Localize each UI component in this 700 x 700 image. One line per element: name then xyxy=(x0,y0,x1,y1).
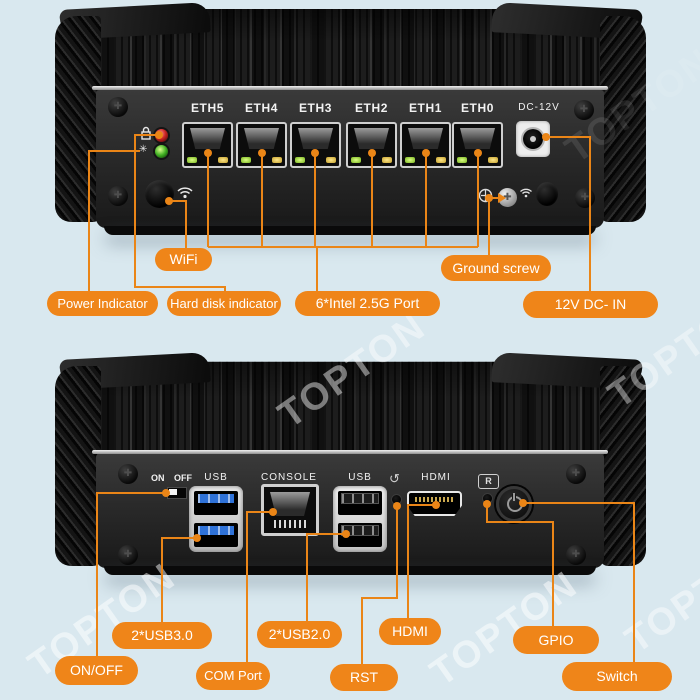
usb2-ports xyxy=(333,486,387,552)
on-label: ON xyxy=(151,473,165,483)
usb3-group-label: USB xyxy=(204,472,228,483)
screw-icon: ✚ xyxy=(566,464,586,484)
usb3-ports xyxy=(189,486,243,552)
console-label: CONSOLE xyxy=(261,472,317,483)
gpio-pinhole xyxy=(482,493,493,504)
console-port xyxy=(261,484,319,536)
wifi-icon xyxy=(177,187,193,199)
callout-gpio: GPIO xyxy=(513,626,599,654)
reset-pinhole xyxy=(391,494,402,505)
callout-on-off: ON/OFF xyxy=(55,656,138,685)
chassis-bottom-lip xyxy=(104,566,596,575)
screw-icon: ✚ xyxy=(566,545,586,565)
eth4-label: ETH4 xyxy=(244,101,279,115)
side-fins-left xyxy=(55,16,101,222)
off-label: OFF xyxy=(174,473,192,483)
wifi-icon xyxy=(520,188,532,198)
sun-icon: ✳ xyxy=(139,144,148,155)
hdd-led xyxy=(155,129,168,142)
eth1-port xyxy=(400,122,451,168)
eth2-label: ETH2 xyxy=(354,101,389,115)
ground-icon xyxy=(478,188,493,203)
side-fins-right xyxy=(600,16,646,222)
eth0-label: ETH0 xyxy=(460,101,495,115)
eth3-port xyxy=(290,122,341,168)
antenna-hole xyxy=(536,182,558,206)
callout-ground-screw: Ground screw xyxy=(441,255,551,281)
eth2-port xyxy=(346,122,397,168)
callout-intel-ports: 6*Intel 2.5G Port xyxy=(295,291,440,316)
callout-com-port: COM Port xyxy=(196,662,270,690)
side-fins-right xyxy=(600,366,646,566)
antenna-hole xyxy=(145,180,174,208)
screw-icon: ✚ xyxy=(118,545,138,565)
screw-icon: ✚ xyxy=(118,464,138,484)
usb2-group-label: USB xyxy=(348,472,372,483)
callout-usb3: 2*USB3.0 xyxy=(112,622,212,649)
eth0-port xyxy=(452,122,503,168)
padlock-icon xyxy=(141,126,151,140)
eth5-label: ETH5 xyxy=(190,101,225,115)
power-mode-switch xyxy=(167,487,187,499)
callout-rst: RST xyxy=(330,664,398,691)
eth4-port xyxy=(236,122,287,168)
callout-hdmi: HDMI xyxy=(379,618,441,645)
ground-screw: ✚ xyxy=(498,188,517,207)
eth1-label: ETH1 xyxy=(408,101,443,115)
screw-icon: ✚ xyxy=(108,97,128,117)
callout-wifi: WiFi xyxy=(155,248,212,271)
screw-icon: ✚ xyxy=(108,186,128,206)
callout-dc-in: 12V DC- IN xyxy=(523,291,658,318)
chassis-bottom-lip xyxy=(104,226,596,235)
callout-hard-disk-indicator: Hard disk indicator xyxy=(167,291,281,316)
reset-icon: ↺ xyxy=(389,471,400,486)
side-fins-left xyxy=(55,366,101,566)
callout-usb2: 2*USB2.0 xyxy=(257,621,342,648)
dc12v-label: DC-12V xyxy=(518,102,560,113)
panel-edge xyxy=(92,450,608,454)
hdmi-port xyxy=(407,491,462,516)
screw-icon: ✚ xyxy=(575,188,595,208)
eth5-port xyxy=(182,122,233,168)
panel-edge xyxy=(92,86,608,90)
dc-power-jack xyxy=(516,121,550,157)
power-led xyxy=(155,145,168,158)
power-button xyxy=(496,486,532,522)
eth3-label: ETH3 xyxy=(298,101,333,115)
hdmi-port-label: HDMI xyxy=(421,472,451,483)
screw-icon: ✚ xyxy=(574,100,594,120)
callout-power-indicator: Power Indicator xyxy=(47,291,158,316)
r-box-icon: R xyxy=(478,474,499,489)
callout-switch: Switch xyxy=(562,662,672,691)
